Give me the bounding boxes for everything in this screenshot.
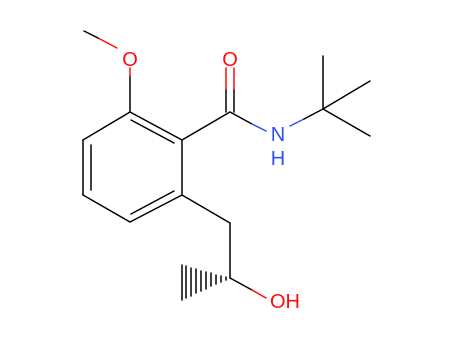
tert-butyl-group	[289, 55, 371, 137]
ring-bond-c4-c5	[82, 194, 131, 223]
bond-methoxy-ch3	[83, 30, 99, 39]
carbonyl-oxygen-label: O	[222, 49, 238, 71]
bond-chiral-c-to-oh-red	[251, 289, 267, 299]
methoxy-oxygen-label: O	[122, 49, 138, 71]
amide-hydrogen-label: H	[271, 148, 285, 170]
bond-n-to-quaternary-c-blue	[289, 118, 305, 127]
ring-double-bond-c1-c2	[130, 119, 175, 144]
ring-bond-c2-c3	[82, 111, 131, 141]
hashed-wedge-bond	[181, 264, 227, 301]
ring-bond-c1-c2	[129, 111, 183, 141]
bond-ring-to-ch2	[181, 194, 231, 224]
bond-carbonyl-c-to-n	[229, 111, 253, 125]
methoxy-group	[83, 30, 131, 113]
ring-bond-c5-c6	[129, 194, 183, 223]
amide-nitrogen-label: N	[271, 124, 285, 146]
hydroxyl-label: OH	[270, 291, 300, 313]
bond-chiral-c-to-oh	[229, 277, 253, 291]
ring-double-bond-c5-c6	[130, 190, 175, 215]
bond-n-to-quaternary-c	[303, 108, 324, 120]
bond-carbonyl-c-to-n-blue	[251, 123, 267, 132]
bond-tbutyl-methyl-right-up	[322, 80, 371, 110]
hydroxypropyl-chain	[181, 194, 267, 299]
bond-ring-to-carbonyl-c	[181, 111, 231, 141]
amide-group	[181, 67, 267, 141]
benzene-ring	[82, 111, 183, 223]
bond-methoxy-o-to-ch3	[97, 37, 118, 49]
bond-tbutyl-methyl-right-down	[322, 108, 371, 137]
